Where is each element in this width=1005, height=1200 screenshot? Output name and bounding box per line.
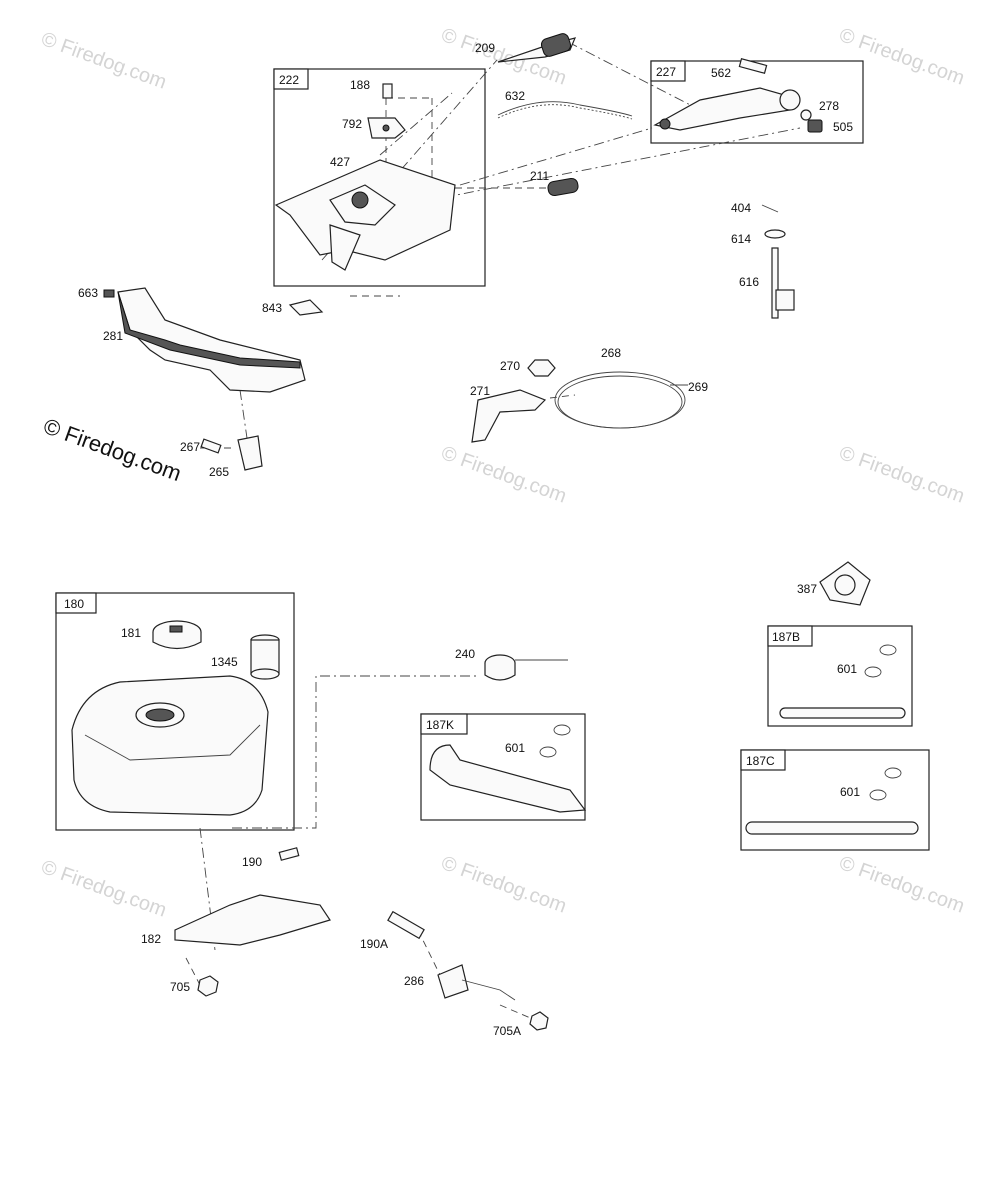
screw-267 xyxy=(200,438,222,454)
fuel-shutoff-valve-240 xyxy=(484,654,568,681)
washer-614 xyxy=(764,229,786,239)
box-label-187B: 187B xyxy=(772,630,800,644)
clamp-601-187K xyxy=(539,724,571,758)
lever-227 xyxy=(653,87,801,131)
fuel-line-187B xyxy=(779,707,906,719)
label-792: 792 xyxy=(342,117,362,131)
label-209: 209 xyxy=(475,41,495,55)
nut-270 xyxy=(527,359,556,377)
assembly-box-227: 227 xyxy=(650,60,864,144)
label-265: 265 xyxy=(209,465,229,479)
label-182: 182 xyxy=(141,932,161,946)
clip-843 xyxy=(288,299,324,316)
assembly-box-180: 180 xyxy=(55,592,295,831)
box-label-227: 227 xyxy=(656,65,676,79)
label-404: 404 xyxy=(731,201,751,215)
spring-209 xyxy=(497,33,577,63)
label-705: 705 xyxy=(170,980,190,994)
control-bracket-222 xyxy=(274,159,456,271)
bracket-286 xyxy=(437,964,516,1001)
clamp-601-187B xyxy=(864,644,897,678)
assembly-box-187B: 187B xyxy=(767,625,913,727)
label-505: 505 xyxy=(833,120,853,134)
watermark: © Firedog.com xyxy=(836,852,967,918)
spring-211 xyxy=(547,177,579,197)
cable-632 xyxy=(497,101,633,120)
label-240: 240 xyxy=(455,647,475,661)
label-181: 181 xyxy=(121,626,141,640)
throttle-cable-268 xyxy=(554,371,686,429)
label-188: 188 xyxy=(350,78,370,92)
fuel-tank-180 xyxy=(71,675,269,816)
label-601-187C: 601 xyxy=(840,785,860,799)
screw-190 xyxy=(278,847,300,861)
nut-505 xyxy=(807,119,823,133)
label-286: 286 xyxy=(404,974,424,988)
label-427: 427 xyxy=(330,155,350,169)
watermark: © Firedog.com xyxy=(836,24,967,90)
label-616: 616 xyxy=(739,275,759,289)
label-632: 632 xyxy=(505,89,525,103)
label-211: 211 xyxy=(530,169,549,183)
assembly-box-187K: 187K xyxy=(420,713,586,821)
label-190: 190 xyxy=(242,855,262,869)
watermark: © Firedog.com xyxy=(438,442,569,508)
part-labels: 209 188 792 427 562 632 278 505 211 404 … xyxy=(78,41,860,1038)
label-281: 281 xyxy=(103,329,123,343)
label-614: 614 xyxy=(731,232,751,246)
nut-705A xyxy=(529,1011,549,1031)
label-601-187K: 601 xyxy=(505,741,525,755)
clamp-265 xyxy=(237,435,263,471)
watermark: © Firedog.com xyxy=(438,24,569,90)
pin-404 xyxy=(761,204,779,213)
watermark: © Firedog.com xyxy=(438,852,569,918)
label-270: 270 xyxy=(500,359,520,373)
screw-188 xyxy=(382,83,393,99)
fuel-line-187K xyxy=(429,744,587,813)
box-label-222: 222 xyxy=(279,73,299,87)
shaft-616 xyxy=(771,247,795,319)
label-268: 268 xyxy=(601,346,621,360)
label-267: 267 xyxy=(180,440,200,454)
plate-792 xyxy=(367,117,406,139)
shroud-281 xyxy=(117,287,306,393)
watermark: © Firedog.com xyxy=(38,856,169,922)
washer-278 xyxy=(800,109,812,121)
label-843: 843 xyxy=(262,301,282,315)
box-label-180: 180 xyxy=(64,597,84,611)
label-190A: 190A xyxy=(360,937,388,951)
label-269: 269 xyxy=(688,380,708,394)
watermark: © Firedog.com xyxy=(836,442,967,508)
screw-562 xyxy=(738,58,768,74)
label-705A: 705A xyxy=(493,1024,521,1038)
label-562: 562 xyxy=(711,66,731,80)
fuel-cap-181 xyxy=(152,620,202,650)
fuel-line-187C xyxy=(745,821,919,835)
watermark-main: © Firedog.com xyxy=(40,413,184,486)
label-1345: 1345 xyxy=(211,655,238,669)
label-601-187B: 601 xyxy=(837,662,857,676)
bracket-271 xyxy=(471,389,547,443)
label-387: 387 xyxy=(797,582,817,596)
screw-190A xyxy=(387,910,425,940)
air-filter-387 xyxy=(819,561,871,606)
box-label-187C: 187C xyxy=(746,754,775,768)
fuel-strainer-1345 xyxy=(250,634,280,680)
clamp-601-187C xyxy=(869,767,902,801)
watermark: © Firedog.com xyxy=(38,28,169,94)
label-278: 278 xyxy=(819,99,839,113)
label-663: 663 xyxy=(78,286,98,300)
nut-705 xyxy=(197,975,219,997)
tank-bracket-182 xyxy=(174,894,331,946)
box-label-187K: 187K xyxy=(426,718,454,732)
label-271: 271 xyxy=(470,384,490,398)
screw-663 xyxy=(103,289,115,298)
assembly-box-187C: 187C xyxy=(740,749,930,851)
